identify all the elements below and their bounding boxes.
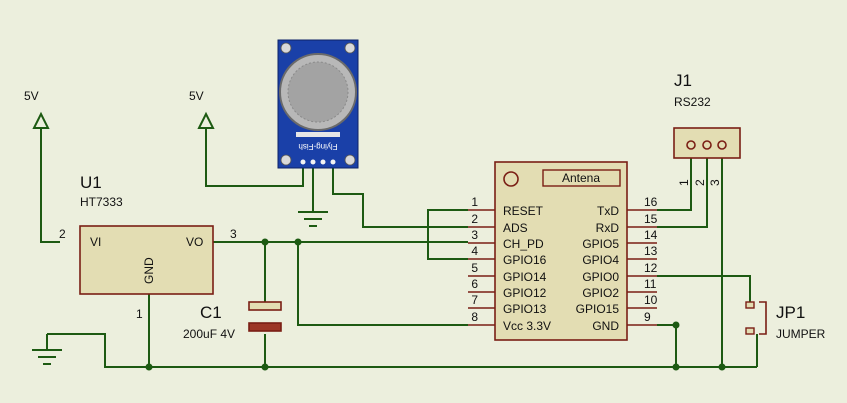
power-5v-mid: 5V (189, 89, 215, 129)
esp-pin-name: RxD (596, 221, 620, 235)
u1-regulator[interactable]: U1 HT7333 VI VO GND 2 3 1 (59, 173, 237, 321)
ground-symbol-sensor (298, 211, 328, 227)
mount-hole-icon (344, 42, 356, 54)
esp-pin-name: GPIO13 (503, 302, 547, 316)
esp-pin-number: 7 (471, 293, 478, 307)
u1-body (79, 225, 214, 295)
jp1-jumper[interactable]: JP1 JUMPER (745, 301, 826, 341)
antenna-label: Antena (562, 171, 600, 185)
u1-pin-num-vi: 2 (59, 227, 66, 241)
esp-pin-number: 4 (471, 244, 478, 258)
c1-plate-top (248, 301, 282, 311)
esp-pin-name: RESET (503, 204, 544, 218)
esp-body (494, 161, 628, 341)
esp-pin-number: 8 (471, 310, 478, 324)
esp-pin-number: 15 (644, 212, 658, 226)
esp-pin-number: 16 (644, 195, 658, 209)
u1-pin-gnd: GND (142, 257, 156, 284)
esp-pin-number: 10 (644, 293, 658, 307)
mount-hole-icon (280, 154, 292, 166)
u1-pin-vi: VI (90, 235, 101, 249)
esp-pin-name: GPIO0 (582, 270, 619, 284)
power-label-mid: 5V (189, 89, 204, 103)
jp1-ref: JP1 (776, 303, 805, 322)
gas-sensor-module[interactable]: Flying-Fish (277, 39, 359, 169)
u1-pin-num-vo: 3 (230, 227, 237, 241)
esp-pin-name: GPIO14 (503, 270, 547, 284)
j1-ref: J1 (674, 71, 692, 90)
c1-capacitor[interactable]: C1 200uF 4V (183, 301, 282, 341)
wires (40, 128, 758, 368)
esp-pin-name: GPIO4 (582, 253, 619, 267)
u1-pin-num-gnd: 1 (136, 307, 143, 321)
esp-pin-name: GPIO15 (576, 302, 620, 316)
esp-pin-number: 14 (644, 228, 658, 242)
jumper-bracket-icon (759, 301, 767, 335)
mount-hole-icon (344, 154, 356, 166)
esp-pins: 1RESET2ADS3CH_PD4GPIO165GPIO146GPIO127GP… (468, 195, 658, 333)
j1-pin-2: 2 (693, 179, 707, 186)
esp-pin-name: GPIO5 (582, 237, 619, 251)
esp-pin-number: 5 (471, 261, 478, 275)
esp-pin-name: CH_PD (503, 237, 544, 251)
esp-pin-name: ADS (503, 221, 528, 235)
esp-pin-name: TxD (597, 204, 619, 218)
esp-pin-number: 11 (644, 277, 657, 291)
c1-plate-bottom (248, 322, 282, 332)
c1-ref: C1 (200, 303, 222, 322)
antenna-icon (503, 171, 519, 187)
j1-pin-3: 3 (708, 179, 722, 186)
esp-pin-name: GND (592, 319, 619, 333)
esp-pin-name: GPIO12 (503, 286, 547, 300)
esp-pin-number: 3 (471, 228, 478, 242)
esp-pin-number: 2 (471, 212, 478, 226)
esp-pin-number: 12 (644, 261, 658, 275)
u1-ref: U1 (80, 173, 102, 192)
esp-pin-number: 1 (471, 195, 478, 209)
esp-pin-name: GPIO16 (503, 253, 547, 267)
u1-pin-vo: VO (186, 235, 203, 249)
junctions (145, 238, 726, 371)
j1-value: RS232 (674, 95, 711, 109)
u1-value: HT7333 (80, 195, 123, 209)
esp-pin-number: 13 (644, 244, 658, 258)
esp-pin-number: 6 (471, 277, 478, 291)
esp-pin-number: 9 (644, 310, 651, 324)
power-label-left: 5V (24, 89, 39, 103)
c1-value: 200uF 4V (183, 327, 235, 341)
ground-symbol-left (32, 334, 62, 365)
jp1-value: JUMPER (776, 327, 826, 341)
esp8266-module[interactable]: Antena 1RESET2ADS3CH_PD4GPIO165GPIO146GP… (468, 161, 658, 341)
j1-connector[interactable]: J1 RS232 1 2 3 (673, 71, 741, 186)
power-5v-left: 5V (24, 89, 50, 129)
esp-pin-name: Vcc 3.3V (503, 319, 551, 333)
mount-hole-icon (280, 42, 292, 54)
sensor-brand: Flying-Fish (298, 142, 337, 151)
j1-pin-1: 1 (677, 179, 691, 186)
esp-pin-name: GPIO2 (582, 286, 619, 300)
